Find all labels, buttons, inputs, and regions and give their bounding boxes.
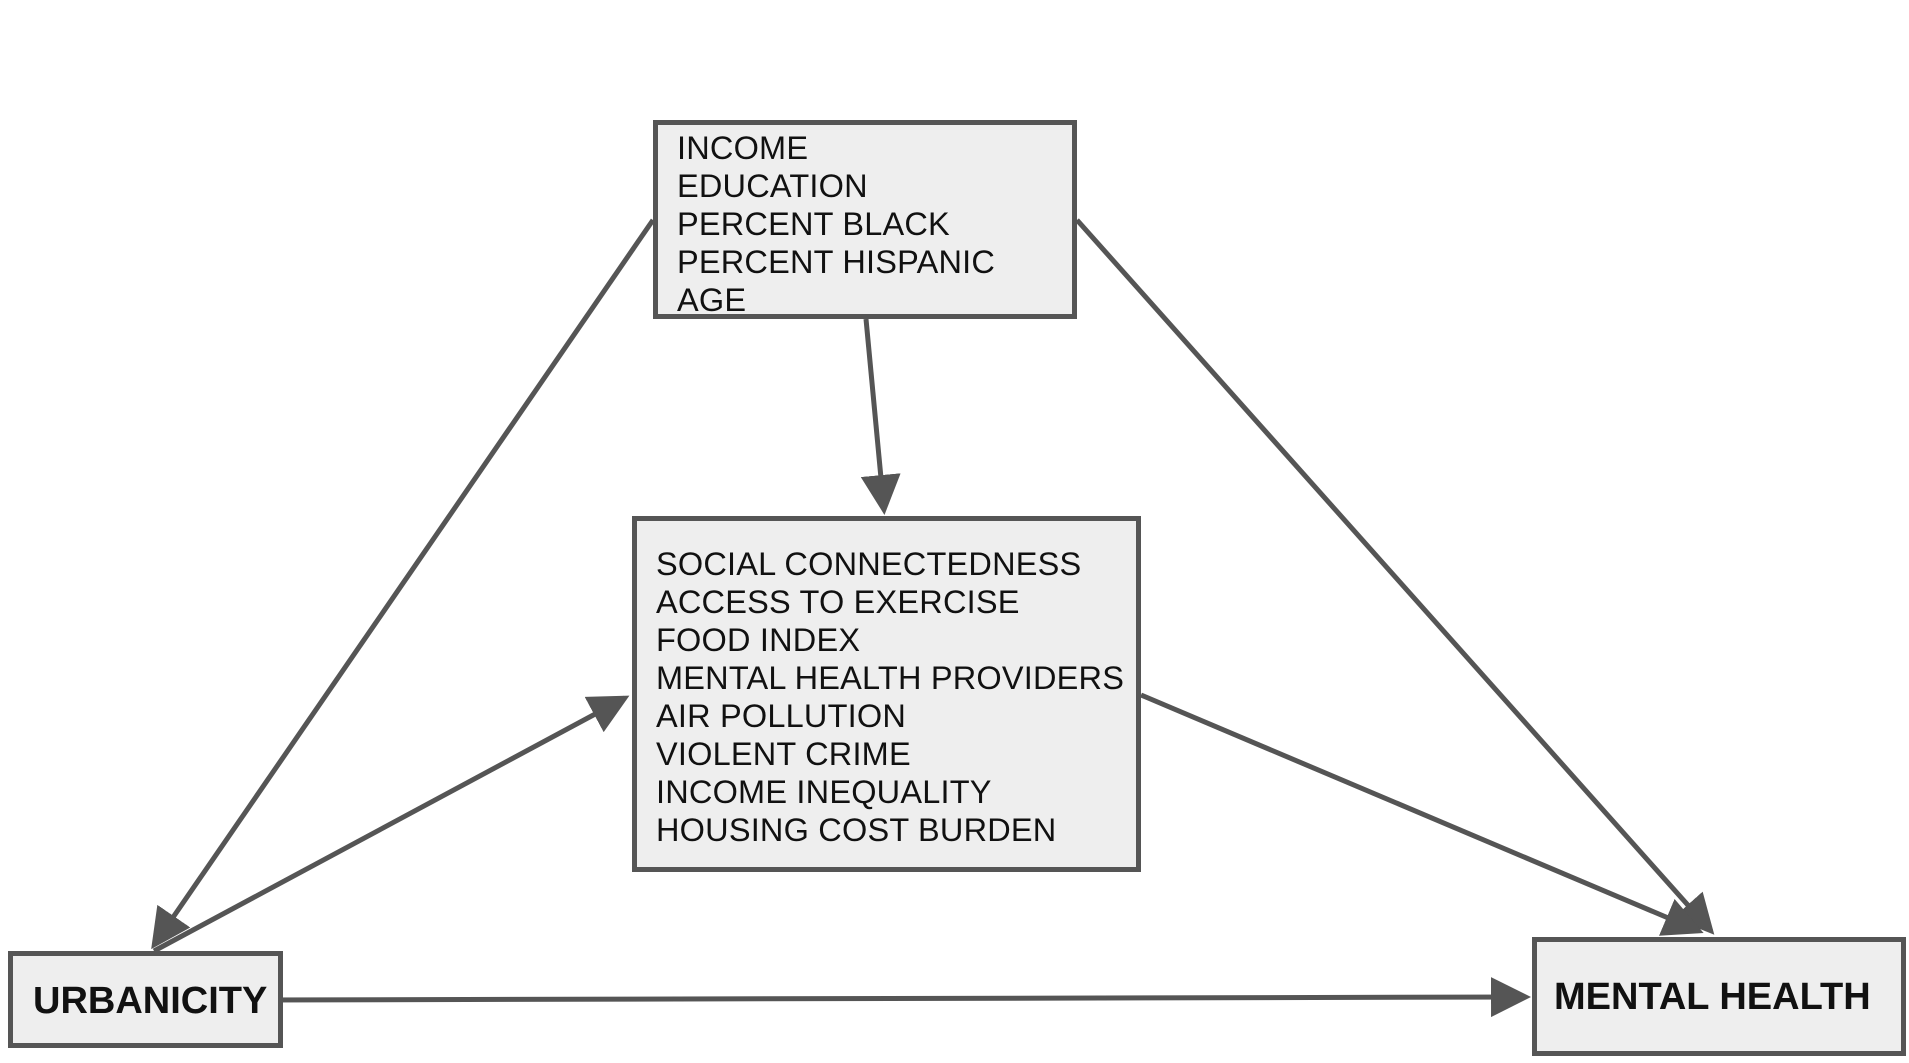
confounder-item: PERCENT BLACK — [677, 206, 950, 242]
mediator-item: FOOD INDEX — [656, 622, 861, 658]
edge-urbanicity-to-mental-health — [257, 977, 1531, 1018]
urbanicity-box: URBANICITY — [8, 951, 283, 1048]
mental-health-box: MENTAL HEALTH — [1532, 937, 1906, 1056]
confounders-box: INCOME EDUCATION PERCENT BLACK PERCENT H… — [653, 120, 1077, 319]
mediator-item: VIOLENT CRIME — [656, 736, 911, 772]
mediator-item: HOUSING COST BURDEN — [656, 812, 1057, 848]
edge-confounders-to-urbanicity — [151, 218, 656, 950]
confounder-item: EDUCATION — [677, 168, 868, 204]
mediator-item: INCOME INEQUALITY — [656, 774, 992, 810]
mental-health-label: MENTAL HEALTH — [1554, 976, 1871, 1018]
confounder-item: AGE — [677, 282, 747, 318]
edge-mediators-to-mental-health — [1140, 692, 1704, 936]
confounder-item: INCOME — [677, 130, 809, 166]
edge-urbanicity-to-mediators — [152, 695, 630, 954]
mediator-item: MENTAL HEALTH PROVIDERS — [656, 660, 1125, 696]
urbanicity-label: URBANICITY — [33, 980, 268, 1022]
confounder-item: PERCENT HISPANIC — [677, 244, 996, 280]
mediator-item: ACCESS TO EXERCISE — [656, 584, 1020, 620]
mediators-box: SOCIAL CONNECTEDNESS ACCESS TO EXERCISE … — [632, 516, 1141, 872]
edge-confounders-to-mental-health — [1075, 218, 1715, 935]
mediator-item: AIR POLLUTION — [656, 698, 907, 734]
mediator-item: SOCIAL CONNECTEDNESS — [656, 546, 1082, 582]
edge-confounders-to-mediators — [860, 318, 901, 515]
